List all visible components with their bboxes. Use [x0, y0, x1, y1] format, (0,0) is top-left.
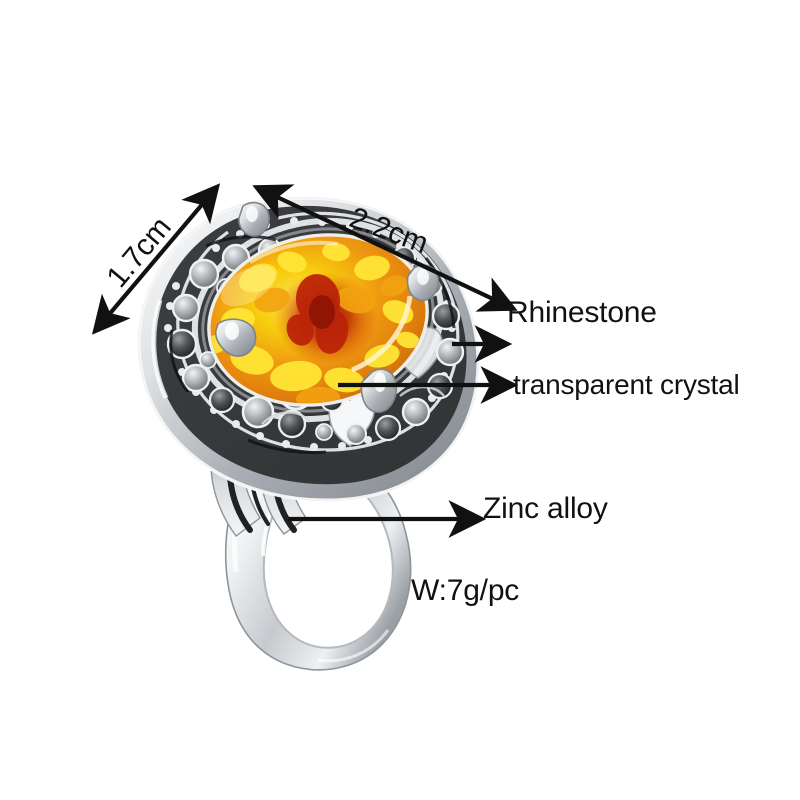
annotation-arrows	[91, 183, 519, 538]
spec-label-weight: W:7g/pc	[411, 574, 520, 607]
dimension-arrow-height	[91, 183, 221, 335]
callout-label-transparent-crystal: transparent crystal	[513, 369, 740, 400]
callout-label-zinc-alloy: Zinc alloy	[483, 492, 608, 525]
dimension-arrow-width	[252, 184, 518, 312]
callout-label-rhinestone: Rhinestone	[507, 296, 657, 329]
